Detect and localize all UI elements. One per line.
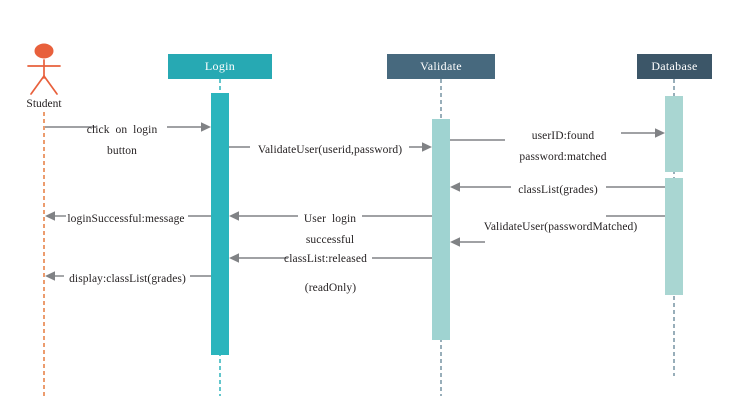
actor-leg-left (30, 75, 45, 95)
arrow-head-m6 (45, 211, 55, 221)
message-label-m1: click on login button (86, 124, 158, 157)
message-label-m8: classList:released (284, 253, 367, 265)
participant-box-login[interactable]: Login (168, 54, 272, 79)
message-label-m6: loginSuccessful:message (67, 213, 185, 225)
arrow-head-m8 (229, 253, 239, 263)
actor-head-icon (34, 43, 54, 59)
activation-database-2 (665, 178, 683, 295)
activation-bars (211, 93, 683, 355)
arrow-head-m7 (450, 237, 460, 247)
message-label-m4: classList(grades) (518, 184, 598, 196)
message-label-m9: display:classList(grades) (69, 273, 186, 285)
arrow-head-m3 (655, 128, 665, 138)
message-label-m10: (readOnly) (304, 282, 357, 294)
arrow-head-m2 (422, 142, 432, 152)
arrow-head-m5 (229, 211, 239, 221)
activation-login (211, 93, 229, 355)
participant-box-database[interactable]: Database (637, 54, 712, 79)
message-label-m7: ValidateUser(passwordMatched) (483, 221, 638, 233)
message-label-m5: User login successful (303, 213, 357, 246)
activation-database-1 (665, 96, 683, 172)
arrow-head-m4 (450, 182, 460, 192)
activation-validate (432, 119, 450, 340)
actor-student-figure (27, 43, 61, 95)
message-arrows (45, 122, 665, 281)
participant-label-login: Login (204, 59, 236, 73)
actor-leg-right (43, 75, 58, 95)
message-label-m2: ValidateUser(userid,password) (257, 144, 403, 156)
participant-label-database: Database (651, 59, 698, 73)
participant-label-student: Student (26, 98, 62, 110)
message-label-m3: userID:found password:matched (519, 130, 607, 163)
arrow-head-m1 (201, 122, 211, 132)
participant-label-validate: Validate (420, 59, 462, 73)
arrow-head-m9 (45, 271, 55, 281)
participant-box-validate[interactable]: Validate (387, 54, 495, 79)
